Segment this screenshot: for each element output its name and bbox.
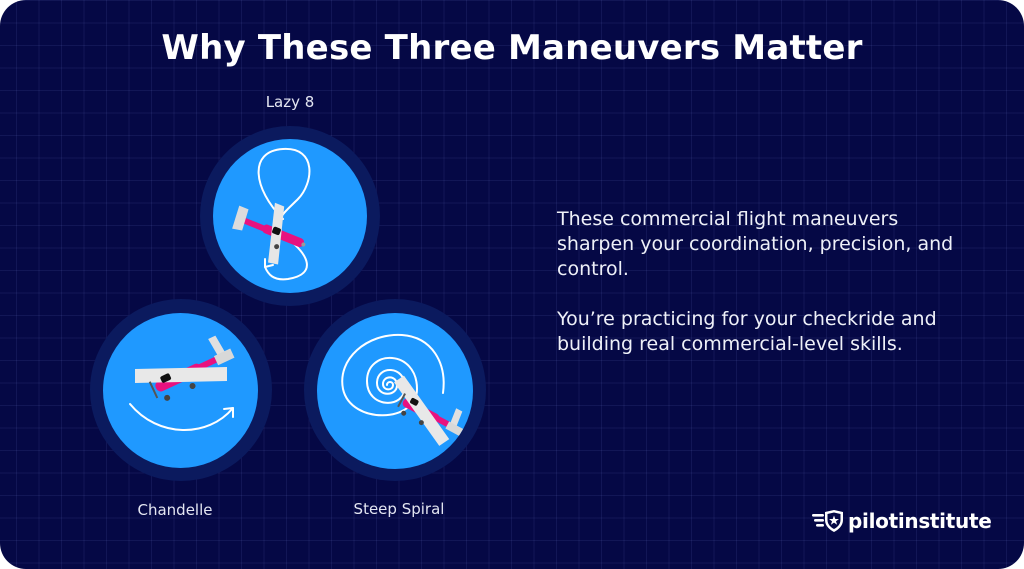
winged-shield-star-icon xyxy=(812,510,843,532)
description-paragraph-2: You’re practicing for your checkride and… xyxy=(557,308,937,355)
logo-wordmark: pilotinstitute xyxy=(848,509,992,533)
pilot-institute-logo: pilotinstitute xyxy=(812,509,992,533)
lazy-8-label: Lazy 8 xyxy=(265,93,315,111)
description-paragraph-1: These commercial flight maneuvers sharpe… xyxy=(557,208,954,280)
chandelle-arc-icon xyxy=(129,335,235,431)
airplane-icon xyxy=(135,335,235,401)
chandelle-circle xyxy=(103,313,258,468)
lazy-8-path-icon xyxy=(232,147,311,281)
steep-spiral-circle xyxy=(317,313,473,469)
steep-spiral-label: Steep Spiral xyxy=(353,500,445,518)
page-title: Why These Three Maneuvers Matter xyxy=(161,28,863,68)
lazy-8-circle xyxy=(213,139,367,293)
airplane-icon xyxy=(232,202,306,265)
airplane-icon xyxy=(393,375,464,446)
chandelle-label: Chandelle xyxy=(137,501,213,519)
steep-spiral-icon xyxy=(341,333,464,446)
